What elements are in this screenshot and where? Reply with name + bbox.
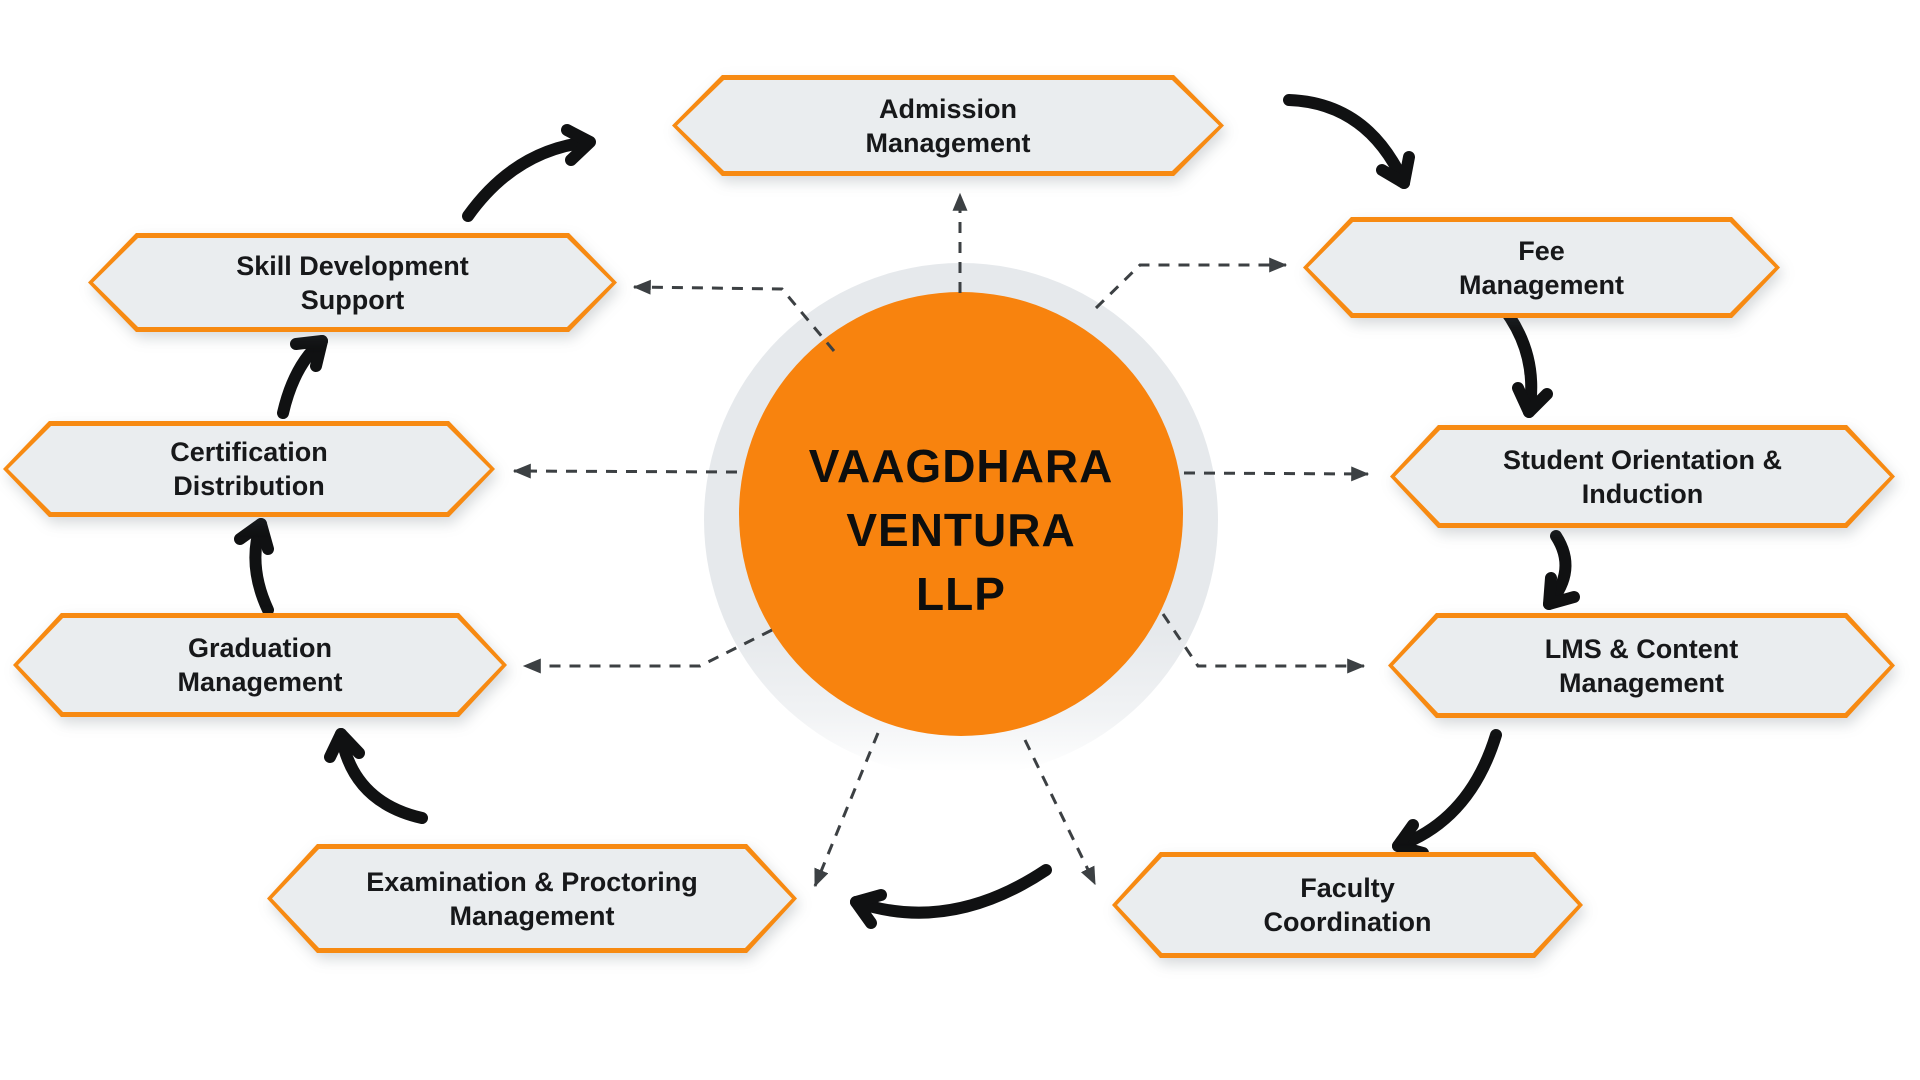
node-lms-content-management: LMS & Content Management [1388,613,1895,718]
cycle-arrow-student-to-lms [1543,530,1580,610]
connector-fee [1094,257,1288,310]
hub-title-line: VENTURA [846,504,1076,556]
node-label: Induction [1581,478,1704,509]
connector-skill-development [632,279,836,352]
connector-graduation [522,628,773,674]
node-label: Support [300,284,405,315]
node-faculty-coordination: Faculty Coordination [1112,852,1583,958]
node-graduation-management: Graduation Management [13,613,507,717]
node-label: Examination & Proctoring [366,866,698,897]
connector-examination [813,732,880,888]
node-label: Skill Development [236,250,469,281]
cycle-arrow-skill-to-admission [462,124,596,222]
connector-lms [1161,613,1366,674]
node-certification-distribution: Certification Distribution [3,421,495,517]
node-skill-development-support: Skill Development Support [88,233,617,332]
node-label: Management [1458,269,1625,300]
cycle-arrow-certification-to-skill [277,335,328,419]
node-label: LMS & Content [1544,633,1739,664]
cycle-arrow-admission-to-fee [1283,94,1415,189]
node-label: Management [1558,667,1725,698]
node-label: Admission [878,93,1018,124]
node-label: Distribution [173,471,325,501]
hub-title-line: VAAGDHARA [808,440,1114,492]
center-hub-circle: VAAGDHARA VENTURA LLP [739,292,1183,736]
node-label: Graduation [187,633,332,663]
node-admission-management: Admission Management [672,75,1224,176]
node-examination-proctoring-management: Examination & Proctoring Management [267,844,797,953]
hub-title-line: LLP [916,568,1006,620]
cycle-arrow-examination-to-graduation [324,728,428,824]
node-label: Management [449,900,615,931]
cycle-arrow-faculty-to-examination [850,864,1052,929]
node-student-orientation-induction: Student Orientation & Induction [1390,425,1895,528]
node-label: Coordination [1263,907,1432,937]
connector-faculty [1023,739,1097,886]
node-fee-management: Fee Management [1303,217,1780,318]
node-label: Fee [1518,235,1565,266]
node-label: Faculty [1300,873,1395,903]
cycle-arrow-graduation-to-certification [234,518,274,616]
node-label: Management [865,127,1031,158]
node-label: Student Orientation & [1503,444,1782,475]
node-label: Certification [170,437,328,467]
connector-certification [512,463,738,479]
node-label: Management [177,667,343,697]
connector-student-orientation [1183,466,1370,482]
cycle-arrow-lms-to-faculty [1392,729,1502,859]
